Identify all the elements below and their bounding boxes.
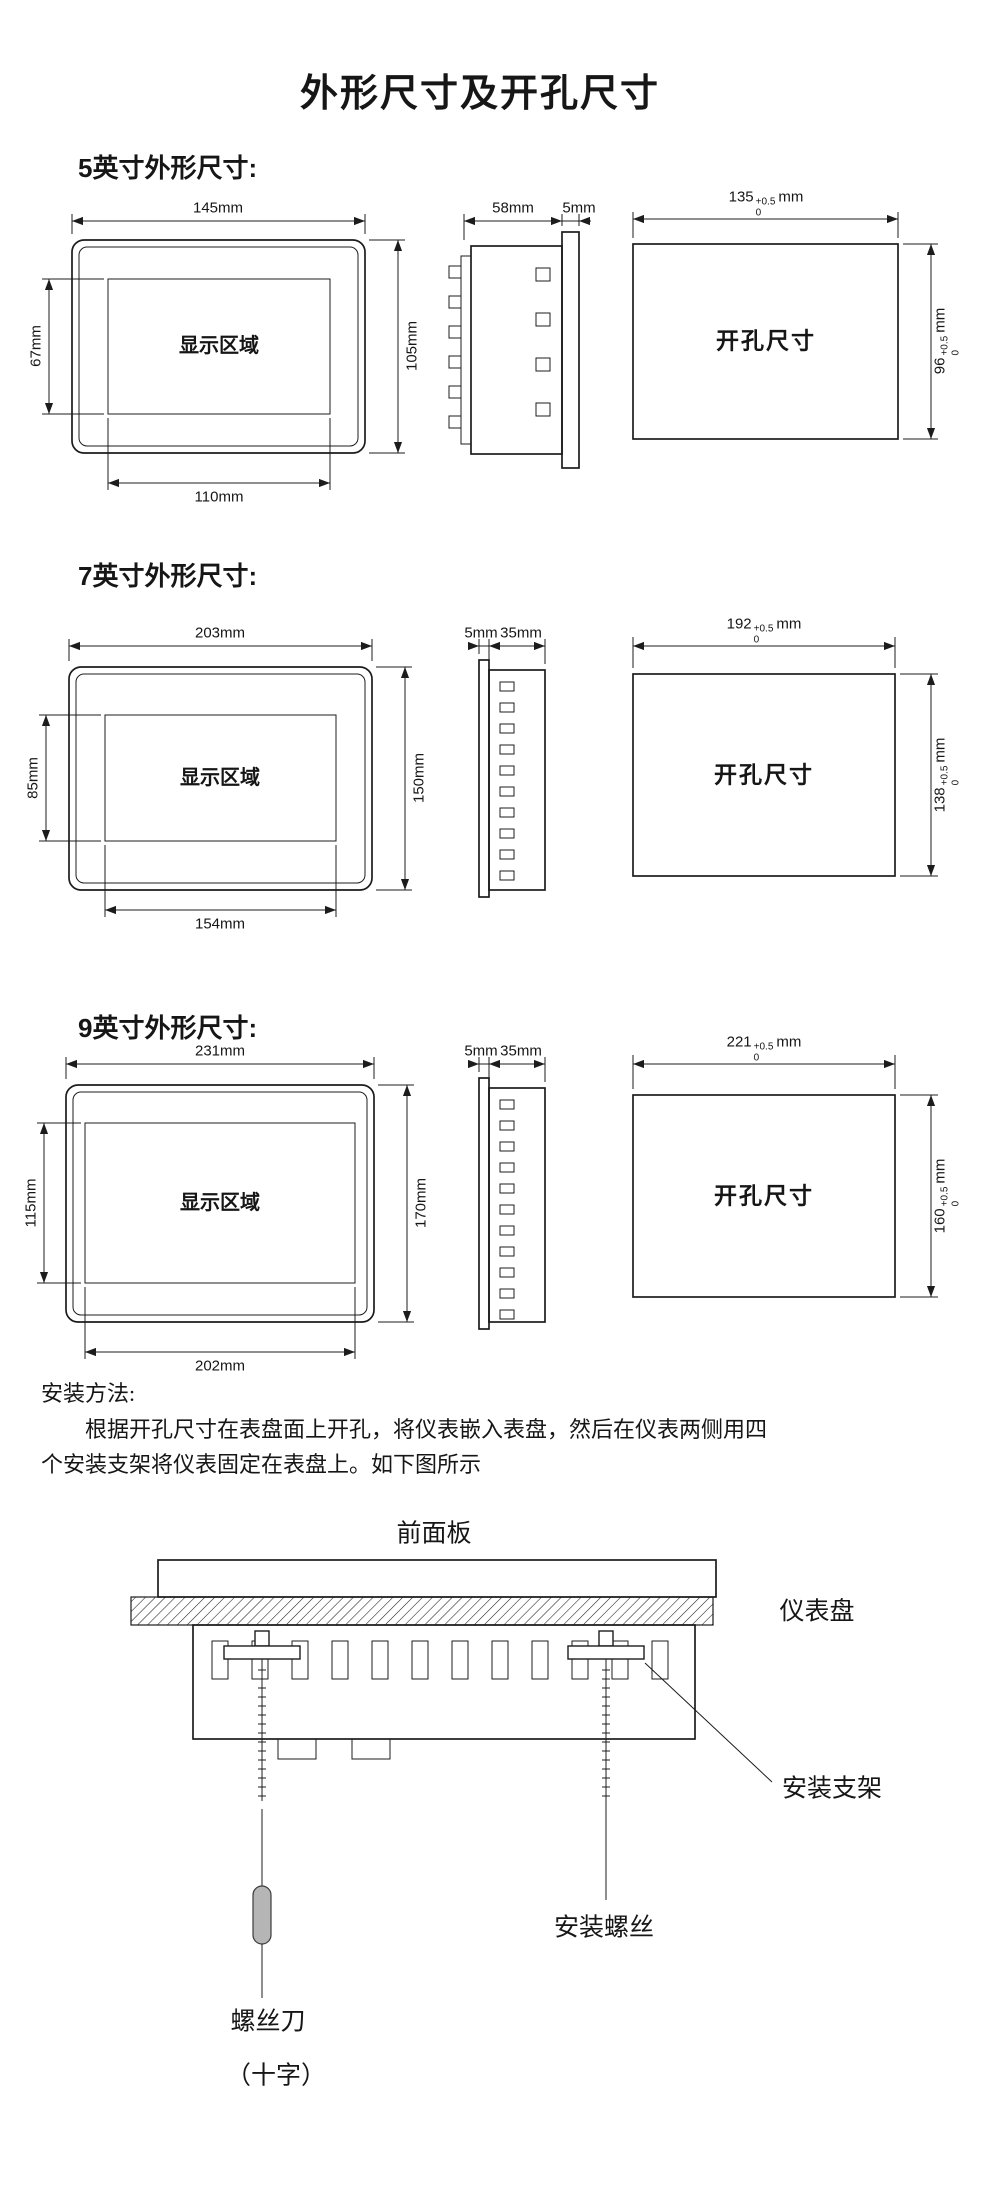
section-heading-9in: 9英寸外形尺寸: xyxy=(78,1013,258,1043)
front-view-5in xyxy=(42,214,405,490)
tol-lower: 0 xyxy=(950,349,961,356)
dim-side-depth-7in: 35mm xyxy=(500,624,542,642)
tol-upper: +0.5 xyxy=(939,335,951,356)
page-title: 外形尺寸及开孔尺寸 xyxy=(299,73,660,115)
tol-lower: 0 xyxy=(753,634,760,645)
dim-display-width-5in: 110mm xyxy=(194,488,244,506)
cutout-label-7in: 开孔尺寸 xyxy=(714,762,814,788)
dim-side-depth-9in: 35mm xyxy=(500,1042,542,1060)
cutout-view-5in xyxy=(632,212,938,440)
instrument-panel-hatch xyxy=(130,1596,714,1626)
side-view-9in xyxy=(468,1057,546,1330)
dim-side-bezel-5in: 5mm xyxy=(562,199,596,217)
side-view-5in xyxy=(448,214,591,469)
dim-value: 160 xyxy=(931,1208,949,1234)
install-method-text: 根据开孔尺寸在表盘面上开孔，将仪表嵌入表盘，然后在仪表两侧用四个安装支架将仪表固… xyxy=(41,1417,768,1478)
dim-unit: mm xyxy=(931,307,949,333)
dim-side-depth-5in: 58mm xyxy=(492,199,534,217)
tol-lower: 0 xyxy=(755,207,762,218)
label-mounting-screw: 安装螺丝 xyxy=(553,1914,655,1942)
display-area-label-5in: 显示区域 xyxy=(179,335,259,357)
bracket-leader-line xyxy=(644,1662,773,1783)
cutout-view-7in xyxy=(632,637,938,877)
dim-side-bezel-9in: 5mm xyxy=(464,1042,498,1060)
dim-value: 192 xyxy=(726,615,752,633)
dim-unit: mm xyxy=(776,615,802,633)
dim-value: 96 xyxy=(931,357,949,375)
dim-unit: mm xyxy=(778,188,804,206)
label-instrument-panel: 仪表盘 xyxy=(779,1598,855,1626)
vent-slots xyxy=(211,1640,669,1680)
dim-display-height-5in: 67mm xyxy=(27,325,45,367)
screwdriver-shape xyxy=(252,1809,272,1998)
cutout-label-9in: 开孔尺寸 xyxy=(714,1183,814,1209)
tol-upper: +0.5 xyxy=(753,623,774,635)
dim-display-width-9in: 202mm xyxy=(194,1357,246,1375)
label-front-panel: 前面板 xyxy=(396,1520,472,1548)
dim-front-width-5in: 145mm xyxy=(192,199,244,217)
dim-display-width-7in: 154mm xyxy=(194,915,246,933)
front-panel-shape xyxy=(157,1559,717,1598)
tol-lower: 0 xyxy=(950,1200,961,1207)
display-area-label-7in: 显示区域 xyxy=(180,767,260,789)
dim-value: 221 xyxy=(726,1033,752,1051)
front-view-7in xyxy=(39,639,412,917)
dim-unit: mm xyxy=(776,1033,802,1051)
tol-upper: +0.5 xyxy=(753,1041,774,1053)
label-screwdriver-type: （十字） xyxy=(225,2062,327,2090)
label-screwdriver: 螺丝刀 xyxy=(230,2008,306,2036)
cutout-label-5in: 开孔尺寸 xyxy=(716,328,816,354)
installation-diagram xyxy=(130,1559,773,1998)
dim-front-height-5in: 105mm xyxy=(403,320,421,372)
dim-unit: mm xyxy=(931,737,949,763)
dim-front-width-9in: 231mm xyxy=(194,1042,246,1060)
dim-side-bezel-7in: 5mm xyxy=(464,624,498,642)
label-mounting-bracket: 安装支架 xyxy=(781,1775,883,1803)
tol-upper: +0.5 xyxy=(939,765,951,786)
side-view-7in xyxy=(468,639,546,898)
dim-display-height-9in: 115mm xyxy=(22,1178,40,1228)
section-heading-7in: 7英寸外形尺寸: xyxy=(78,561,258,591)
dim-front-width-7in: 203mm xyxy=(194,624,246,642)
dim-unit: mm xyxy=(931,1158,949,1184)
bracket-right xyxy=(567,1630,645,1801)
dim-front-height-7in: 150mm xyxy=(410,752,428,804)
mount-foot-right xyxy=(351,1738,391,1760)
instrument-body-shape xyxy=(192,1624,696,1740)
section-heading-5in: 5英寸外形尺寸: xyxy=(78,153,258,183)
install-method-title: 安装方法: xyxy=(41,1381,136,1406)
bracket-left xyxy=(223,1630,301,1801)
dim-front-height-9in: 170mm xyxy=(412,1177,430,1229)
cutout-view-9in xyxy=(632,1055,938,1298)
dim-value: 138 xyxy=(931,787,949,813)
tol-lower: 0 xyxy=(950,779,961,786)
front-view-9in xyxy=(37,1057,414,1359)
tol-lower: 0 xyxy=(753,1052,760,1063)
dim-value: 135 xyxy=(728,188,754,206)
tol-upper: +0.5 xyxy=(939,1186,951,1207)
dim-display-height-7in: 85mm xyxy=(24,757,42,799)
mount-foot-left xyxy=(277,1738,317,1760)
display-area-label-9in: 显示区域 xyxy=(180,1192,260,1214)
tol-upper: +0.5 xyxy=(755,196,776,208)
